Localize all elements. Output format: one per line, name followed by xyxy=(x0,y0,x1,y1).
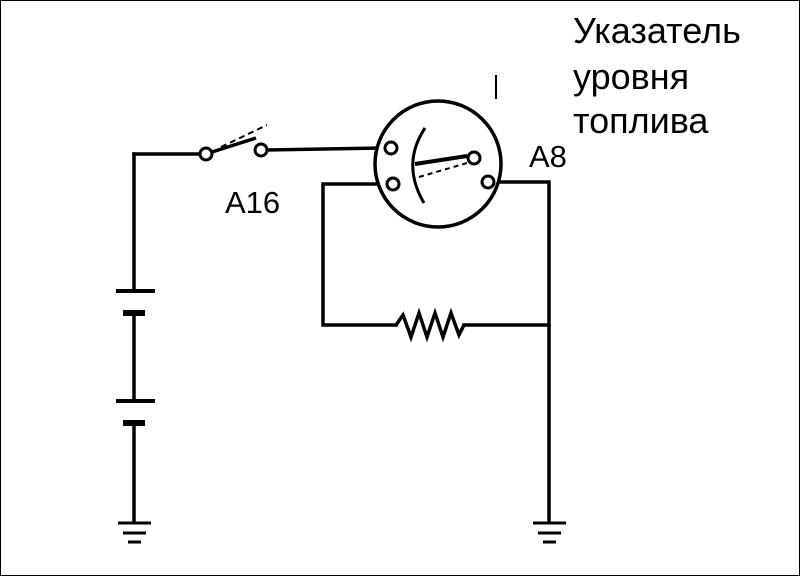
ignition-switch xyxy=(198,124,269,162)
title-line-2: уровня xyxy=(573,56,690,97)
ground-left xyxy=(118,521,151,544)
wire-gauge-left-loop xyxy=(321,182,398,327)
switch-label: A16 xyxy=(225,185,281,220)
wire-switch-to-gauge xyxy=(265,146,385,152)
wire-gauge-right xyxy=(491,180,551,523)
title-line-1: Указатель xyxy=(573,10,741,51)
battery xyxy=(116,289,155,426)
fuel-gauge xyxy=(373,99,503,229)
gauge-terminal-label: A8 xyxy=(529,139,567,174)
fuel-sender-resistor xyxy=(394,307,466,343)
title-line-3: топлива xyxy=(573,100,709,141)
ground-right xyxy=(533,521,566,544)
